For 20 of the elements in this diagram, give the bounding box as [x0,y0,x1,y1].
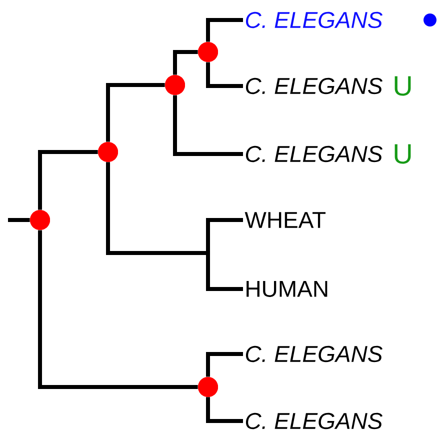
tree-branch [38,230,198,389]
tree-branch [106,162,243,291]
tree-branch [206,397,243,423]
tree-branch [206,18,243,42]
leaf-label: C. ELEGANS [246,346,382,362]
leaf-label: C. ELEGANS [246,78,382,94]
tree-branch [173,50,198,75]
tree-branch [206,62,243,88]
leaf-label: C. ELEGANS [246,412,382,430]
tree-branch [38,150,98,210]
leaf-label: HUMAN [246,280,328,297]
tree-branch [106,83,165,142]
leaf-label: C. ELEGANS [246,12,382,28]
leaf-label: C. ELEGANS [246,146,382,162]
leaf-label: WHEAT [244,212,326,228]
tree-branch [206,352,243,377]
tree-branch [8,218,30,222]
marker-letter: U [394,144,411,164]
tree-branch [173,95,243,156]
marker-letter: U [394,76,411,96]
